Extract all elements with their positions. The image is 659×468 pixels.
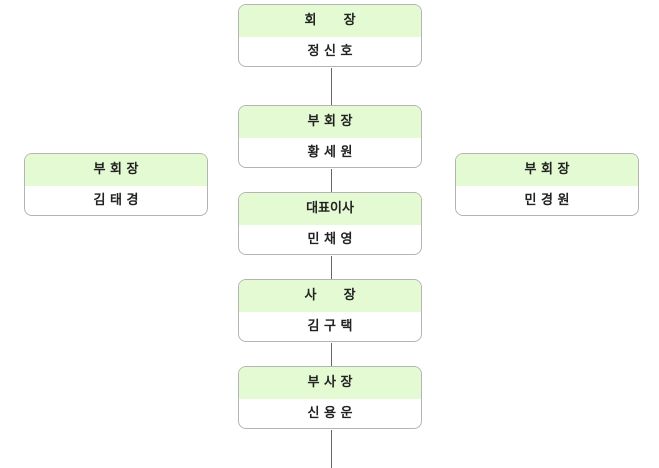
- node-name: 김 태 경: [93, 193, 139, 208]
- node-title: 회 장: [239, 5, 421, 37]
- node-title: 부 회 장: [25, 154, 207, 186]
- node-title: 부 회 장: [456, 154, 638, 186]
- node-name: 김 구 택: [307, 319, 353, 334]
- node-vice-president: 부 사 장 신 용 운: [238, 366, 422, 429]
- node-name: 황 세 원: [307, 145, 353, 160]
- node-name: 정 신 호: [307, 44, 353, 59]
- node-title: 대표이사: [239, 193, 421, 225]
- node-left-vice-chairman: 부 회 장 김 태 경: [24, 153, 208, 216]
- connector-line: [331, 169, 332, 192]
- node-vice-chairman: 부 회 장 황 세 원: [238, 105, 422, 168]
- connector-line: [331, 343, 332, 366]
- node-right-vice-chairman: 부 회 장 민 경 원: [455, 153, 639, 216]
- node-ceo: 대표이사 민 채 영: [238, 192, 422, 255]
- node-president: 사 장 김 구 택: [238, 279, 422, 342]
- node-name: 신 용 운: [307, 406, 353, 421]
- connector-line: [331, 68, 332, 105]
- node-chairman: 회 장 정 신 호: [238, 4, 422, 67]
- node-title: 부 회 장: [239, 106, 421, 138]
- connector-line: [331, 430, 332, 468]
- connector-line: [331, 256, 332, 279]
- node-title: 부 사 장: [239, 367, 421, 399]
- node-name: 민 채 영: [307, 232, 353, 247]
- node-title: 사 장: [239, 280, 421, 312]
- node-name: 민 경 원: [524, 193, 570, 208]
